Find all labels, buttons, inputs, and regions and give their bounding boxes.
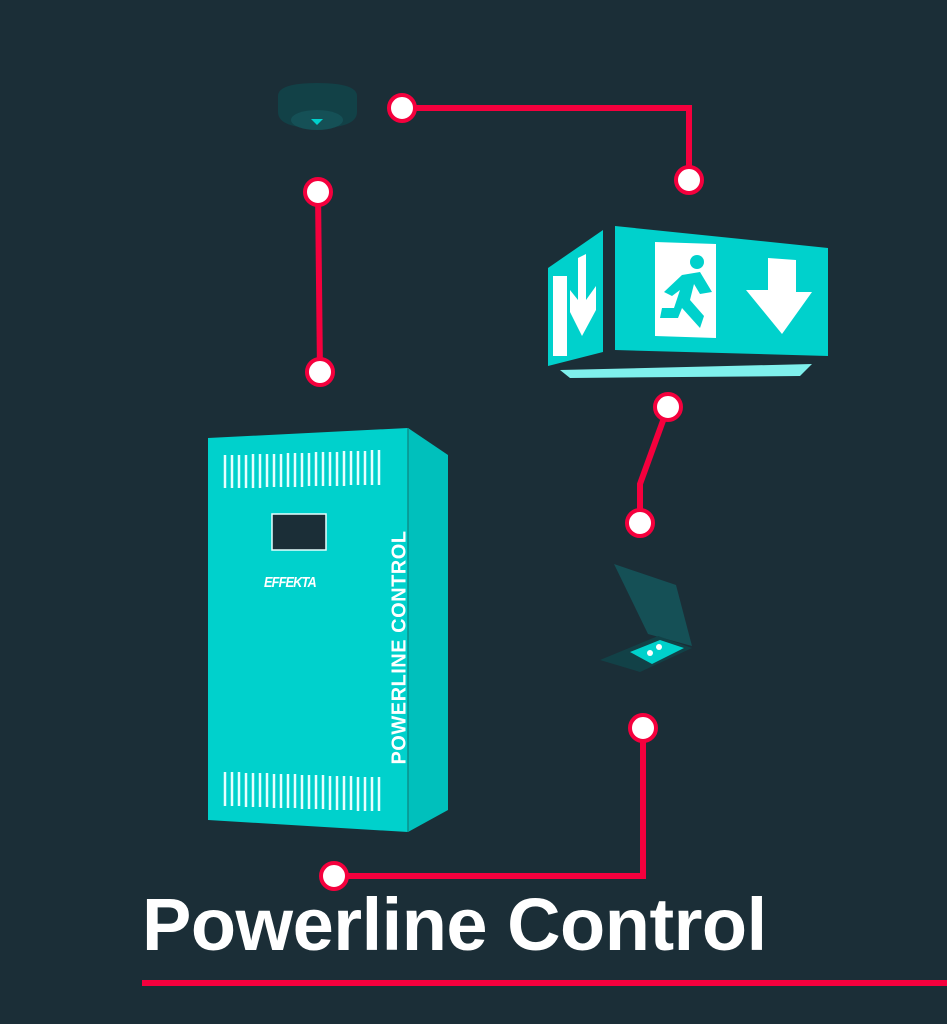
connector-lines <box>142 105 947 986</box>
cabinet-display <box>271 513 327 551</box>
node-icon <box>625 508 655 538</box>
node-icon <box>303 177 333 207</box>
exit-sign-icon <box>548 226 828 378</box>
down-arrow-icon <box>746 258 812 334</box>
bottom-vent <box>223 772 381 811</box>
smoke-detector-icon <box>278 83 357 130</box>
connector-laptop-to-cabinet <box>334 728 646 879</box>
cabinet-side-label: POWERLINE CONTROL <box>388 530 411 765</box>
node-icon <box>305 357 335 387</box>
node-icon <box>653 392 683 422</box>
running-man-icon <box>660 255 712 328</box>
laptop-icon <box>600 564 692 672</box>
node-icon <box>674 165 704 195</box>
node-icon <box>387 93 417 123</box>
powerline-cabinet-icon <box>208 428 448 832</box>
node-icon <box>628 713 658 743</box>
node-icon <box>319 861 349 891</box>
connector-detector-to-exit-sign <box>402 105 692 180</box>
cabinet-brand-label: EFFEKTA <box>264 574 317 591</box>
top-vent <box>223 450 381 488</box>
connector-detector-to-cabinet <box>315 191 323 373</box>
connector-nodes <box>303 93 704 891</box>
connector-exit-sign-to-laptop <box>637 405 671 523</box>
page-title: Powerline Control <box>142 883 767 966</box>
